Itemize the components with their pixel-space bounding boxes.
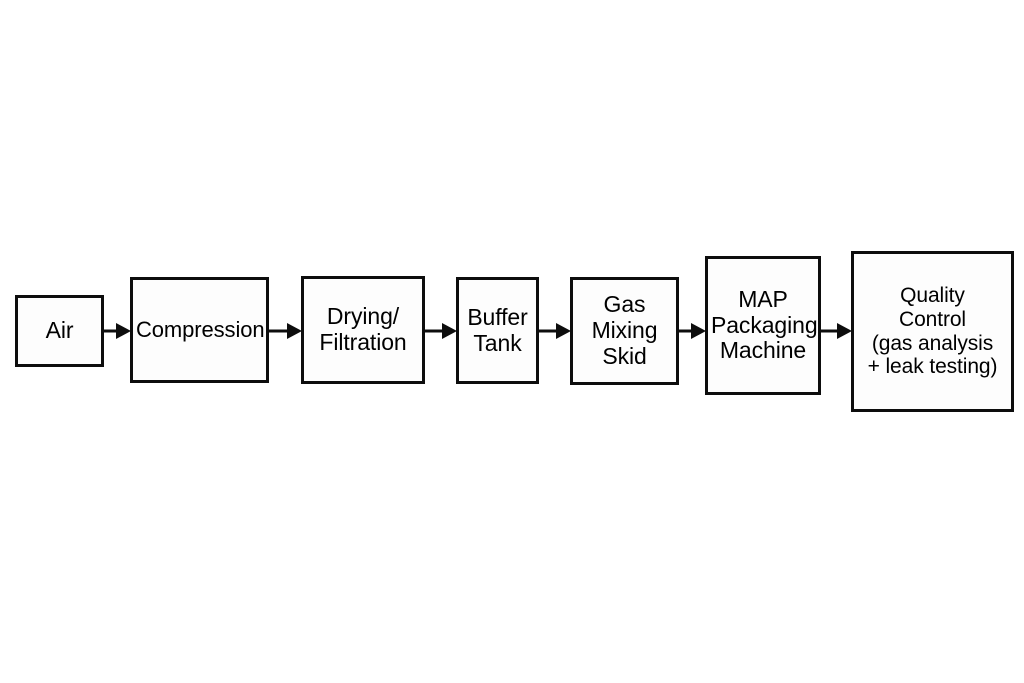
arrow-drying-to-buffer: [425, 321, 457, 341]
arrow-compression-to-drying: [269, 321, 302, 341]
node-map-packaging-machine[interactable]: MAP Packaging Machine: [705, 256, 821, 395]
node-quality-control[interactable]: Quality Control (gas analysis + leak tes…: [851, 251, 1014, 412]
node-map-packaging-machine-label: MAP Packaging Machine: [711, 285, 818, 364]
arrow-map-to-quality-control: [821, 321, 852, 341]
node-gas-mixing-skid[interactable]: Gas Mixing Skid: [570, 277, 679, 385]
node-gas-mixing-skid-label: Gas Mixing Skid: [591, 291, 658, 369]
node-buffer-tank-label: Buffer Tank: [467, 303, 528, 356]
arrow-air-to-compression: [104, 321, 131, 341]
node-compression[interactable]: Compression: [130, 277, 269, 383]
node-drying-filtration-label: Drying/ Filtration: [319, 303, 407, 355]
node-air[interactable]: Air: [15, 295, 104, 367]
node-compression-label: Compression: [136, 316, 265, 342]
arrow-buffer-to-gas-mixing: [539, 321, 571, 341]
node-quality-control-label: Quality Control (gas analysis + leak tes…: [867, 284, 998, 379]
node-air-label: Air: [45, 317, 74, 344]
node-buffer-tank[interactable]: Buffer Tank: [456, 277, 539, 384]
node-drying-filtration[interactable]: Drying/ Filtration: [301, 276, 425, 384]
arrow-gas-mixing-to-map: [679, 321, 706, 341]
